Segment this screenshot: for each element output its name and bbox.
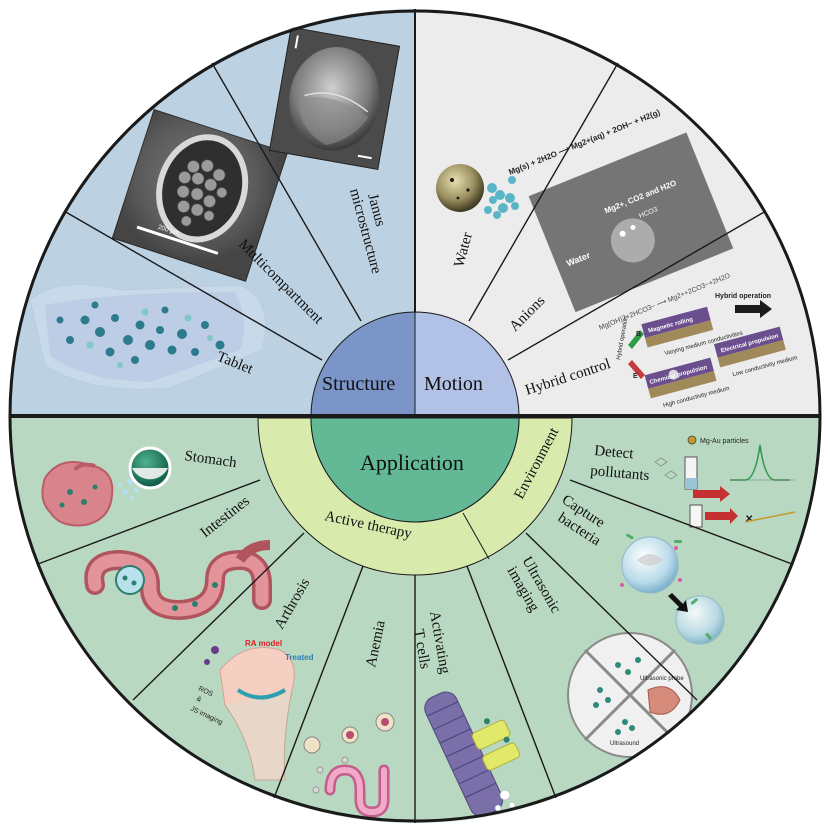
hybrid-b: B	[636, 331, 641, 338]
outer-circle	[8, 9, 822, 823]
detect-label-line1: Detect	[594, 443, 635, 462]
application-hub[interactable]	[310, 417, 520, 523]
arthrosis-and: &	[195, 695, 202, 703]
stomach-label: Stomach	[183, 448, 238, 471]
ultrasound-icon: Ultrasonic probe Ultrasound	[567, 632, 693, 758]
arthrosis-ra-model: RA model	[245, 639, 282, 648]
sem-janus-icon	[268, 26, 401, 171]
t-cell-icon	[424, 691, 521, 817]
detect-label-line2: pollutants	[590, 463, 650, 484]
arthrosis-treated: Treated	[285, 653, 314, 662]
pollutant-sensor-icon: Mg-Au particles ✕	[654, 435, 796, 528]
structure-hub[interactable]	[310, 311, 416, 417]
ring-divider	[462, 512, 490, 560]
ultrasonic-probe-label: Ultrasonic probe	[640, 676, 684, 682]
hybrid-operation-label: Hybrid operation	[715, 293, 771, 300]
motion-hub-label: Motion	[424, 373, 483, 395]
t-cell-particles	[494, 789, 516, 812]
sem-multicompartment-icon: 200 μm	[111, 109, 288, 282]
anion-particle-icon: Water Mg2+, CO2 and H2O HCO3	[528, 132, 734, 313]
ultrasound-label: Ultrasound	[610, 741, 639, 747]
joint-icon: RA model Treated ROS & JS imaging	[189, 639, 314, 781]
motion-hub[interactable]	[414, 311, 520, 417]
t-cells-label-line2: T cells	[410, 628, 433, 670]
bacteria-capture-icon	[620, 533, 725, 645]
intestine-icon	[84, 540, 272, 621]
structure-illustrations: 200 μm	[29, 26, 401, 390]
structure-hub-label: Structure	[322, 373, 395, 395]
no-signal-mark: ✕	[745, 514, 753, 525]
anemia-icon	[303, 712, 395, 818]
hybrid-control-icon: Magnetic rolling Electrical propulsion C…	[616, 293, 798, 409]
tablet-particles-icon	[29, 283, 266, 390]
hybrid-e: E	[633, 373, 638, 380]
application-hub-label: Application	[360, 450, 464, 475]
stomach-icon	[41, 446, 172, 527]
mg-au-label: Mg-Au particles	[700, 438, 749, 445]
